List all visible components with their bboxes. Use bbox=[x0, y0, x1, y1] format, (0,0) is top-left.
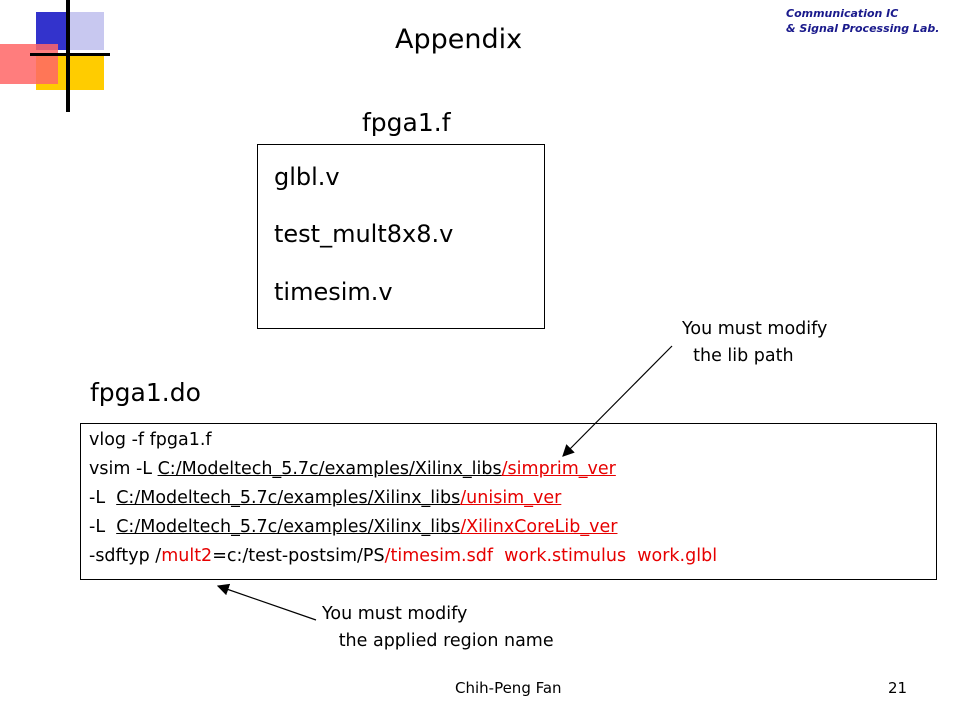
page-number: 21 bbox=[888, 679, 908, 697]
do-line-vsim: vsim -L C:/Modeltech_5.7c/examples/Xilin… bbox=[89, 459, 616, 479]
logo-red-square bbox=[0, 44, 58, 84]
footer-author: Chih-Peng Fan bbox=[455, 679, 562, 697]
lab-name-line2: & Signal Processing Lab. bbox=[786, 22, 940, 35]
arrow-to-region-name bbox=[216, 583, 317, 621]
fpga-do-title: fpga1.do bbox=[90, 378, 201, 407]
slide-title: Appendix bbox=[395, 24, 523, 55]
do-lib-name: /XilinxCoreLib_ver bbox=[460, 517, 618, 537]
lab-name-line1: Communication IC bbox=[786, 7, 899, 20]
fpga-f-line: test_mult8x8.v bbox=[274, 220, 454, 248]
do-lib-path: C:/Modeltech_5.7c/examples/Xilinx_libs bbox=[116, 488, 461, 508]
do-line-sdftyp: -sdftyp /mult2=c:/test-postsim/PS/timesi… bbox=[89, 546, 717, 566]
do-line-text: vsim -L bbox=[89, 459, 158, 479]
do-line-text: vlog -f fpga1.f bbox=[89, 430, 212, 450]
do-sdf-file: /timesim.sdf work.stimulus work.glbl bbox=[384, 546, 718, 566]
do-lib-path: C:/Modeltech_5.7c/examples/Xilinx_libs bbox=[116, 517, 461, 537]
fpga-f-line: timesim.v bbox=[274, 278, 393, 306]
note-region-name: You must modify the applied region name bbox=[322, 604, 554, 651]
do-line-text: -L bbox=[89, 488, 117, 508]
do-lib-path: C:/Modeltech_5.7c/examples/Xilinx_libs bbox=[157, 459, 502, 479]
do-lib-name: /unisim_ver bbox=[460, 488, 562, 508]
do-region-name: mult2 bbox=[161, 546, 213, 566]
fpga-f-box: glbl.v test_mult8x8.v timesim.v bbox=[257, 144, 545, 329]
logo-yellow-square-2 bbox=[70, 55, 104, 90]
do-line-unisim: -L C:/Modeltech_5.7c/examples/Xilinx_lib… bbox=[89, 488, 561, 508]
lab-name: Communication IC & Signal Processing Lab… bbox=[786, 6, 956, 36]
logo-lightblue-square bbox=[70, 12, 104, 50]
fpga-f-line: glbl.v bbox=[274, 163, 340, 191]
note-lib-path: You must modify the lib path bbox=[682, 319, 828, 366]
fpga-f-title: fpga1.f bbox=[362, 108, 451, 137]
logo-blue-square bbox=[36, 12, 70, 50]
do-lib-name: /simprim_ver bbox=[501, 459, 616, 479]
do-line-text: =c:/test-postsim/PS bbox=[212, 546, 385, 566]
do-line-text: -L bbox=[89, 517, 117, 537]
logo-decoration bbox=[0, 0, 110, 112]
logo-horizontal-line bbox=[30, 53, 110, 56]
do-line-vlog: vlog -f fpga1.f bbox=[89, 430, 212, 450]
fpga-do-box: vlog -f fpga1.f vsim -L C:/Modeltech_5.7… bbox=[80, 423, 937, 580]
do-line-text: -sdftyp / bbox=[89, 546, 162, 566]
do-line-corelib: -L C:/Modeltech_5.7c/examples/Xilinx_lib… bbox=[89, 517, 617, 537]
